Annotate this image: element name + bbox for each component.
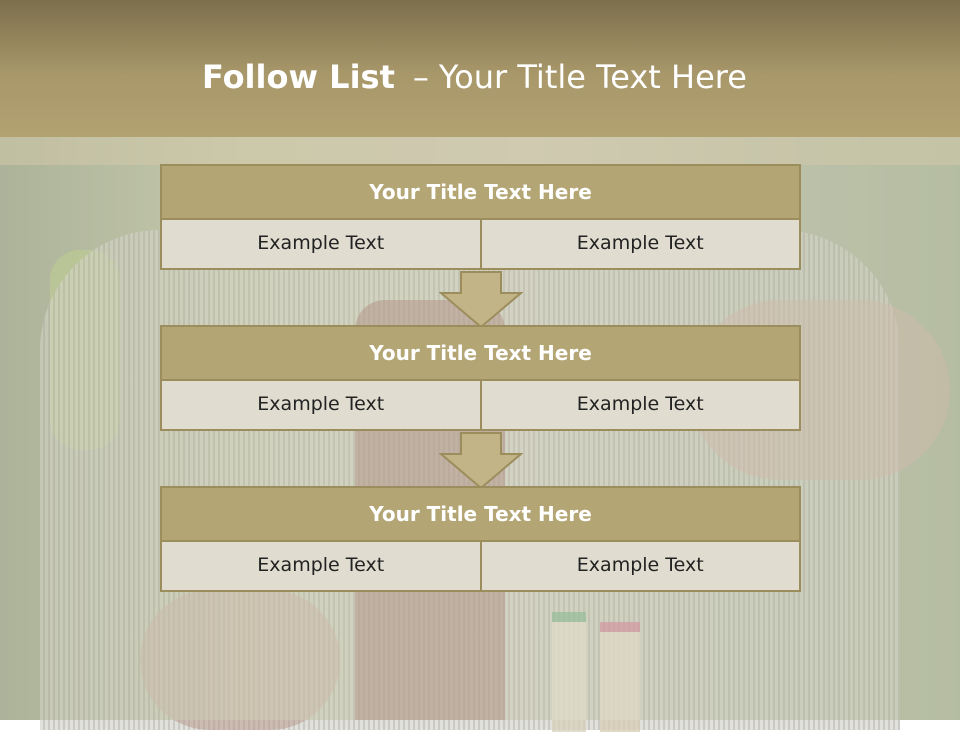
down-arrow-icon xyxy=(439,271,523,329)
step-title: Your Title Text Here xyxy=(160,486,801,542)
slide-title-separator: – xyxy=(412,58,429,96)
step-cell-left: Example Text xyxy=(162,220,480,268)
step-box-3: Your Title Text Here Example Text Exampl… xyxy=(160,486,801,592)
slide-title-rest: Your Title Text Here xyxy=(438,58,747,96)
step-cell-right: Example Text xyxy=(479,542,799,590)
step-row: Example Text Example Text xyxy=(160,381,801,431)
step-title: Your Title Text Here xyxy=(160,325,801,381)
down-arrow-icon xyxy=(439,432,523,490)
step-cell-left: Example Text xyxy=(162,542,480,590)
step-row: Example Text Example Text xyxy=(160,220,801,270)
step-cell-left: Example Text xyxy=(162,381,480,429)
slide-title: Follow List–Your Title Text Here xyxy=(202,55,747,99)
step-cell-right: Example Text xyxy=(479,381,799,429)
step-box-1: Your Title Text Here Example Text Exampl… xyxy=(160,164,801,270)
step-cell-right: Example Text xyxy=(479,220,799,268)
step-box-2: Your Title Text Here Example Text Exampl… xyxy=(160,325,801,431)
background-tube-green xyxy=(552,612,586,732)
header-band xyxy=(0,0,960,137)
header-strip xyxy=(0,137,960,165)
background-tube-pink xyxy=(600,622,640,732)
background-hand-lower xyxy=(140,590,340,730)
step-title: Your Title Text Here xyxy=(160,164,801,220)
slide-title-bold: Follow List xyxy=(202,58,395,96)
step-row: Example Text Example Text xyxy=(160,542,801,592)
